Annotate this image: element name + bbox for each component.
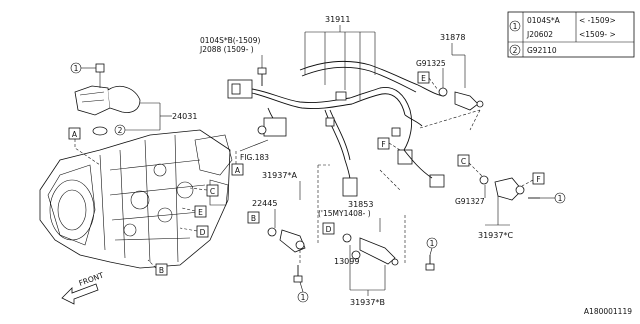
ref-D-left: D (200, 228, 206, 237)
legend-range-0104SA: < -1509> (579, 16, 616, 25)
marker-1-top-left: 1 (74, 64, 79, 73)
sensor-24031 (74, 63, 141, 136)
marker-2: 2 (118, 126, 123, 135)
legend-range-J20602: <1509- > (579, 30, 616, 39)
ref-F-right: F (536, 175, 540, 184)
marker-1-right: 1 (558, 194, 563, 203)
diagram-id: A180001119 (584, 307, 632, 316)
marker-1-bottom-mid: 1 (430, 239, 435, 248)
label-31911: 31911 (325, 15, 350, 24)
sensor-31937B (342, 233, 399, 266)
wiring-harness-31911 (227, 60, 445, 197)
legend-code-0104SA: 0104S*A (527, 16, 561, 25)
ref-E-left: E (198, 208, 203, 217)
label-G91325: G91325 (416, 59, 446, 68)
legend-marker-1: 1 (513, 22, 518, 31)
sensor-31878 (438, 87, 484, 131)
label-31937C: 31937*C (478, 231, 513, 240)
label-22445: 22445 (252, 199, 277, 208)
legend-code-J20602: J20602 (526, 30, 553, 39)
label-fig183: FIG.183 (240, 153, 269, 162)
label-J2088: J2088 (1509- ) (199, 45, 254, 54)
ref-A-left: A (72, 130, 78, 139)
label-13099: 13099 (334, 257, 359, 266)
legend-code-G92110: G92110 (527, 46, 557, 55)
label-31937A: 31937*A (262, 171, 297, 180)
label-15MY: ('15MY1408- ) (318, 209, 371, 218)
sensor-31937A (267, 227, 306, 283)
harness-bolt (257, 67, 267, 86)
legend-marker-2: 2 (513, 46, 518, 55)
label-G91327: G91327 (455, 197, 485, 206)
ref-C-right: C (461, 157, 466, 166)
label-31878: 31878 (440, 33, 465, 42)
label-31853: 31853 (348, 200, 373, 209)
ref-A-center: A (235, 166, 241, 175)
label-31937B: 31937*B (350, 298, 385, 307)
ref-F-center: F (381, 140, 385, 149)
front-arrow: FRONT (61, 271, 106, 305)
ref-B-left: B (159, 266, 164, 275)
label-24031: 24031 (172, 112, 197, 121)
sensor-31937C (479, 175, 540, 201)
transmission-assembly (39, 129, 233, 269)
label-0104SB: 0104S*B(-1509) (200, 36, 260, 45)
marker-1-bottom-left: 1 (301, 293, 306, 302)
legend-table: 1 2 0104S*A < -1509> J20602 <1509- > G92… (507, 11, 635, 58)
front-label: FRONT (78, 271, 106, 288)
ref-B-center: B (251, 214, 256, 223)
bolt-31937B (425, 255, 435, 271)
ref-C-left: C (210, 187, 215, 196)
ref-E-top: E (421, 74, 426, 83)
ref-D-center: D (326, 225, 332, 234)
